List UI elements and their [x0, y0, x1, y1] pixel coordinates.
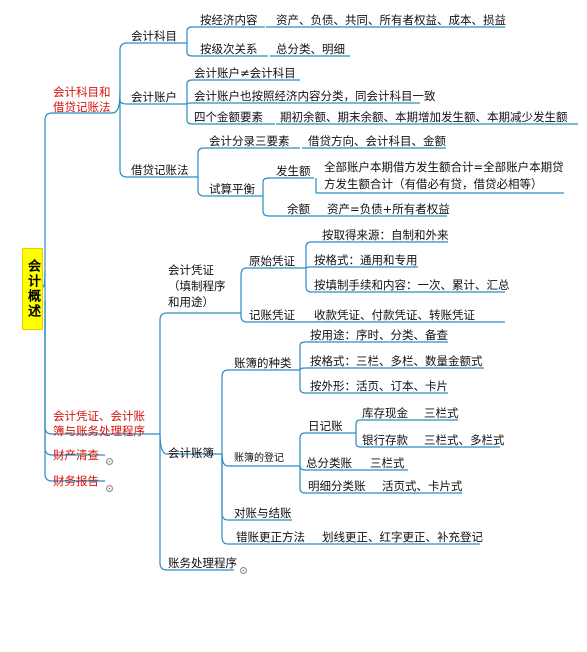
branch-caichan-qingcha[interactable]: 财产清查 [53, 448, 99, 462]
leaf-by-content-value: 资产、负债、共同、所有者权益、成本、损益 [276, 13, 506, 27]
node-zhonglei-1[interactable]: 按用途：序时、分类、备查 [310, 328, 448, 342]
node-by-content[interactable]: 按经济内容 [200, 13, 258, 27]
node-pingzheng[interactable]: 会计凭证 （填制程序 和用途） [168, 263, 226, 309]
root-node[interactable]: 会计概述 [22, 248, 43, 330]
branch-pingzheng-zhangbu[interactable]: 会计凭证、会计账簿与账务处理程序 [53, 409, 145, 438]
leaf-zongzhang-value: 三栏式 [370, 456, 405, 470]
leaf-fenlu-value: 借贷方向、会计科目、金额 [308, 134, 446, 148]
leaf-cash-value: 三栏式 [424, 406, 459, 420]
node-fasheng[interactable]: 发生额 [276, 164, 311, 178]
leaf-zhanghu-1: 会计账户≠会计科目 [194, 66, 296, 80]
node-yuanshi[interactable]: 原始凭证 [249, 254, 295, 268]
node-four-amounts[interactable]: 四个金额要素 [194, 110, 263, 124]
expand-icon[interactable] [106, 458, 113, 465]
leaf-bank-value: 三栏式、多栏式 [424, 433, 505, 447]
node-mingxi[interactable]: 明细分类账 [308, 479, 366, 493]
node-zhangbu[interactable]: 会计账簿 [168, 446, 214, 460]
node-duizhang[interactable]: 对账与结账 [234, 506, 292, 520]
node-fenlu[interactable]: 会计分录三要素 [209, 134, 290, 148]
node-rijizhang[interactable]: 日记账 [308, 419, 343, 433]
leaf-gengzheng-value: 划线更正、红字更正、补充登记 [322, 530, 483, 544]
node-zhanghu[interactable]: 会计账户 [131, 90, 177, 104]
leaf-by-level-value: 总分类、明细 [276, 42, 345, 56]
node-dengji[interactable]: 账簿的登记 [234, 453, 284, 464]
node-kemu[interactable]: 会计科目 [131, 29, 177, 43]
leaf-mingxi-value: 活页式、卡片式 [382, 479, 463, 493]
node-zhonglei-3[interactable]: 按外形：活页、订本、卡片 [310, 379, 448, 393]
node-bank[interactable]: 银行存款 [362, 433, 408, 447]
leaf-fasheng-line1: 全部账户本期借方发生额合计=全部账户本期贷 [324, 160, 564, 174]
leaf-yue-value: 资产=负债+所有者权益 [327, 202, 450, 216]
leaf-four-amounts-value: 期初余额、期末余额、本期增加发生额、本期减少发生额 [280, 110, 568, 124]
leaf-zhanghu-2: 会计账户也按照经济内容分类，同会计科目一致 [194, 89, 436, 103]
node-gengzheng[interactable]: 错账更正方法 [236, 530, 305, 544]
node-yuanshi-1[interactable]: 按取得来源：自制和外来 [322, 228, 449, 242]
branch-caiwu-baogao[interactable]: 财务报告 [53, 474, 99, 488]
expand-icon[interactable] [106, 485, 113, 492]
leaf-jizhang-value: 收款凭证、付款凭证、转账凭证 [314, 308, 475, 322]
node-yuanshi-2[interactable]: 按格式：通用和专用 [314, 253, 418, 267]
branch-kemu-jiedai[interactable]: 会计科目和借贷记账法 [53, 85, 111, 114]
node-by-level[interactable]: 按级次关系 [200, 42, 258, 56]
node-zongzhang[interactable]: 总分类账 [306, 456, 352, 470]
node-yuanshi-3[interactable]: 按填制手续和内容：一次、累计、汇总 [314, 278, 510, 292]
node-yue[interactable]: 余额 [287, 202, 310, 216]
node-cash[interactable]: 库存现金 [362, 406, 408, 420]
leaf-fasheng-line2: 方发生额合计（有借必有贷，借贷必相等） [324, 177, 543, 191]
node-zhonglei[interactable]: 账簿的种类 [234, 356, 292, 370]
node-jiedai[interactable]: 借贷记账法 [131, 163, 189, 177]
node-jizhang[interactable]: 记账凭证 [249, 308, 295, 322]
node-chengxu[interactable]: 账务处理程序 [168, 556, 237, 570]
node-zhonglei-2[interactable]: 按格式：三栏、多栏、数量金额式 [310, 354, 483, 368]
node-shisuan[interactable]: 试算平衡 [209, 182, 255, 196]
expand-icon[interactable] [240, 567, 247, 574]
